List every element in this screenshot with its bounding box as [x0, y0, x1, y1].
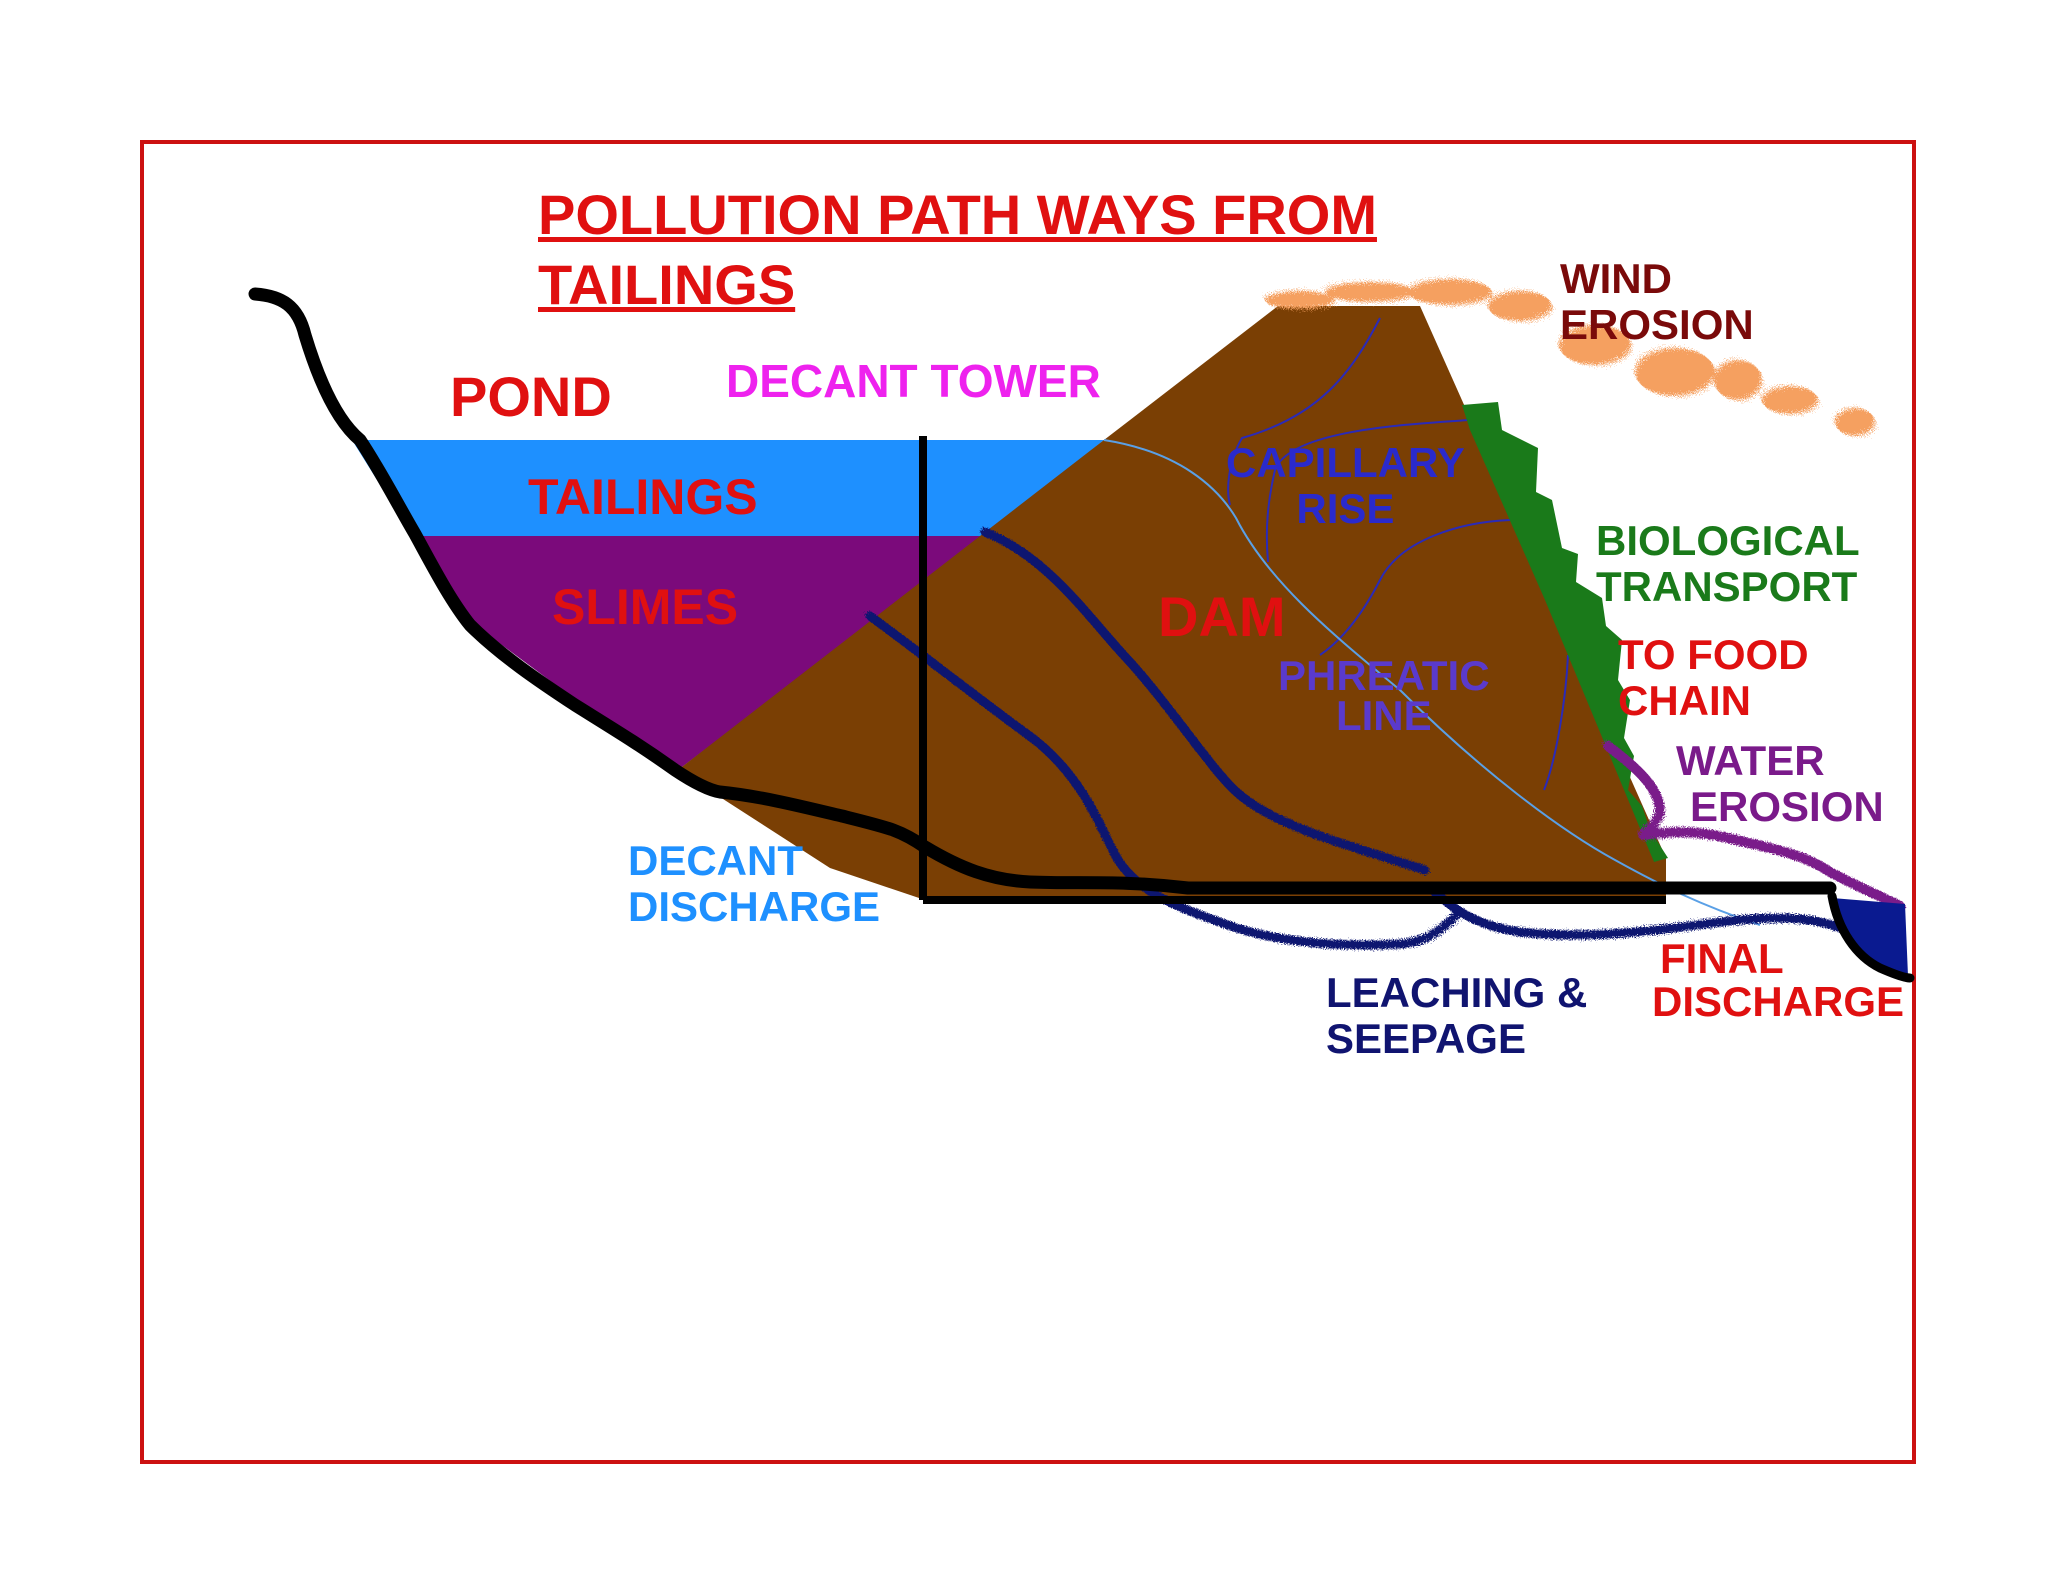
decant-discharge-line-1: DECANT — [628, 837, 803, 884]
capillary-rise-line-1: CAPILLARY — [1226, 439, 1465, 486]
wind-erosion-line-2: EROSION — [1560, 301, 1754, 349]
final-discharge-line-1: FINAL — [1660, 935, 1784, 982]
to-food-chain-line-2: CHAIN — [1618, 677, 1751, 725]
title-line-2: TAILINGS — [538, 253, 796, 316]
label-leaching-seepage: LEACHING & SEEPAGE — [1326, 969, 1588, 1063]
title-line-1: POLLUTION PATH WAYS FROM — [538, 183, 1377, 246]
capillary-rise-line-2: RISE — [1296, 485, 1395, 533]
label-tailings: TAILINGS — [528, 469, 758, 525]
label-dam: DAM — [1158, 585, 1286, 648]
slimes-layer — [412, 536, 986, 770]
diagram-title: POLLUTION PATH WAYS FROM TAILINGS — [538, 180, 1377, 320]
wind-dust-plume — [1265, 279, 1875, 436]
wind-erosion-line-1: WIND — [1560, 255, 1672, 302]
leaching-seepage-line-1: LEACHING & — [1326, 969, 1588, 1016]
phreatic-line-line-2: LINE — [1335, 691, 1432, 739]
capillary-streams — [1227, 317, 1569, 791]
decant-discharge-line-2: DISCHARGE — [628, 883, 881, 931]
label-final-discharge: FINAL DISCHARGE — [1652, 935, 1905, 1025]
diagram-frame — [140, 140, 1916, 1464]
water-erosion-line-2: EROSION — [1690, 783, 1884, 831]
phreatic-line-line-1: PHREATIC — [1278, 652, 1490, 699]
water-erosion-path — [1603, 741, 1905, 911]
final-discharge-line-2: DISCHARGE — [1652, 977, 1905, 1025]
label-biological-transport: BIOLOGICAL TRANSPORT — [1596, 517, 1860, 611]
label-phreatic-line: PHREATIC LINE — [1278, 652, 1490, 739]
phreatic-line — [1103, 439, 1761, 926]
label-wind-erosion: WIND EROSION — [1560, 255, 1754, 349]
leaching-seepage-line-2: SEEPAGE — [1326, 1015, 1526, 1063]
label-water-erosion: WATER EROSION — [1676, 737, 1884, 831]
label-to-food-chain: TO FOOD CHAIN — [1618, 631, 1809, 725]
to-food-chain-line-1: TO FOOD — [1618, 631, 1809, 678]
label-decant-tower: DECANT TOWER — [726, 355, 1101, 407]
label-pond: POND — [450, 365, 612, 428]
water-erosion-line-1: WATER — [1676, 737, 1825, 784]
final-discharge-bank — [1827, 891, 1915, 983]
final-discharge-water — [1832, 898, 1908, 976]
biological-transport-line-2: TRANSPORT — [1596, 563, 1858, 611]
label-capillary-rise: CAPILLARY RISE — [1226, 439, 1465, 533]
label-slimes: SLIMES — [552, 579, 739, 635]
label-decant-discharge: DECANT DISCHARGE — [628, 837, 881, 931]
ground-profile — [248, 287, 1837, 895]
tailings-water-layer — [352, 440, 1104, 536]
biological-transport-line-1: BIOLOGICAL — [1596, 517, 1860, 564]
